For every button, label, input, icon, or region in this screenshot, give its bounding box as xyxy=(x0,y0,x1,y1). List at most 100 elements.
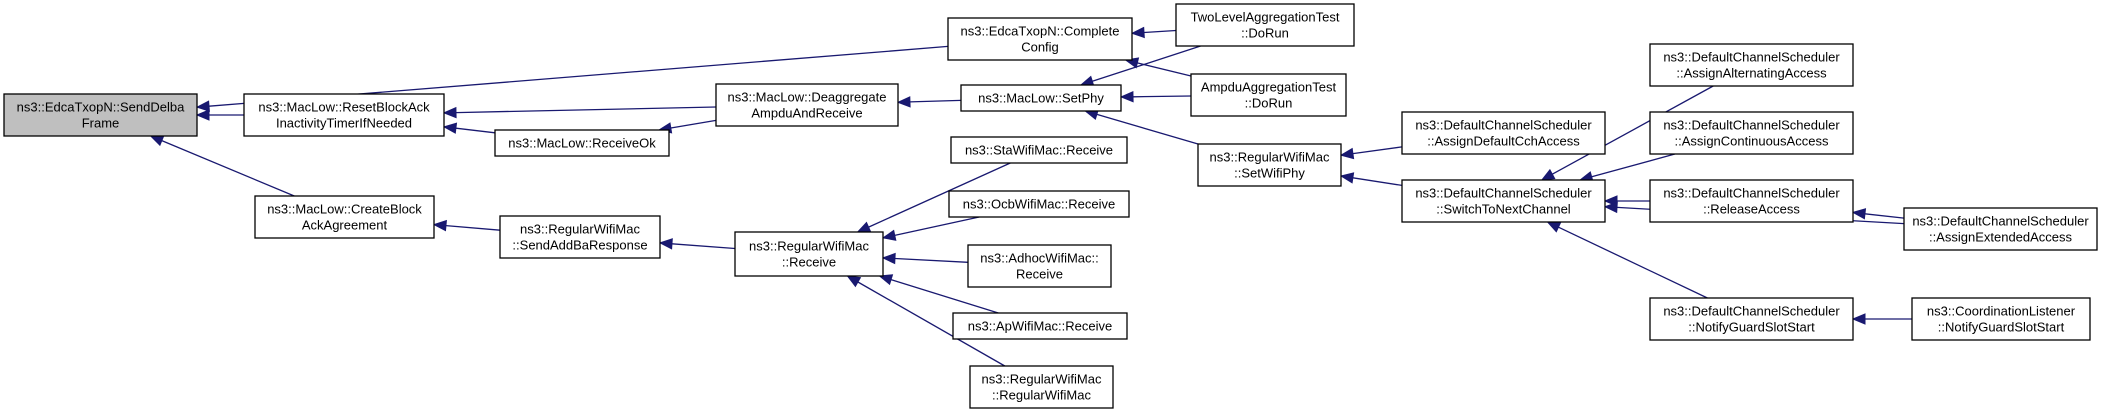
node-label-line: ns3::RegularWifiMac xyxy=(982,372,1102,387)
node-label-line: AmpduAggregationTest xyxy=(1201,80,1337,95)
node-notifyGuard[interactable]: ns3::DefaultChannelScheduler::NotifyGuar… xyxy=(1649,297,1854,341)
arrowhead-icon xyxy=(195,100,210,112)
node-box xyxy=(243,93,445,137)
node-label-line: ::AssignContinuousAccess xyxy=(1675,134,1829,149)
node-assignAlt[interactable]: ns3::DefaultChannelScheduler::AssignAlte… xyxy=(1649,43,1854,87)
node-label-line: Frame xyxy=(82,116,120,131)
edge-line xyxy=(1352,146,1403,155)
arrowhead-icon xyxy=(1540,168,1556,181)
edge-line xyxy=(1864,213,1905,219)
edge-line xyxy=(1132,95,1192,98)
node-label-line: ::NotifyGuardSlotStart xyxy=(1688,320,1815,335)
arrowhead-icon xyxy=(195,109,210,121)
node-box xyxy=(969,365,1114,409)
edge-line xyxy=(1591,153,1676,178)
edge-assignExt-to-releaseAccess xyxy=(1851,208,1905,220)
arrowhead-icon xyxy=(896,96,911,108)
node-box xyxy=(1401,111,1606,155)
node-label-line: ns3::DefaultChannelScheduler xyxy=(1663,50,1840,65)
node-label-line: ns3::DefaultChannelScheduler xyxy=(1663,186,1840,201)
node-label-line: ns3::EdcaTxopN::SendDelba xyxy=(17,100,185,115)
node-box xyxy=(1649,43,1854,87)
node-apRecv[interactable]: ns3::ApWifiMac::Receive xyxy=(952,312,1128,340)
node-label-line: ::SwitchToNextChannel xyxy=(1436,202,1571,217)
edge-line xyxy=(671,243,736,250)
node-label-line: ns3::CoordinationListener xyxy=(1927,304,2076,319)
node-adhocRecv[interactable]: ns3::AdhocWifiMac::Receive xyxy=(967,244,1112,288)
arrowhead-icon xyxy=(442,106,457,119)
node-label-line: ::AssignExtendedAccess xyxy=(1929,230,2073,245)
node-setWifiPhy[interactable]: ns3::RegularWifiMac::SetWifiPhy xyxy=(1197,143,1342,187)
edge-line xyxy=(455,106,717,114)
arrowhead-icon xyxy=(442,122,458,134)
node-label-line: TwoLevelAggregationTest xyxy=(1191,10,1340,25)
node-box xyxy=(947,17,1133,61)
edge-line xyxy=(445,224,501,231)
node-label-line: ::DoRun xyxy=(1241,26,1289,41)
node-box xyxy=(1401,179,1606,223)
edge-rwmCtor-to-rwmReceive xyxy=(846,275,1006,367)
node-label-line: InactivityTimerIfNeeded xyxy=(276,116,412,131)
edge-resetBlockAck-to-sendDelba xyxy=(195,109,244,121)
node-label-line: Receive xyxy=(1016,267,1063,282)
node-label-line: ns3::DefaultChannelScheduler xyxy=(1912,214,2089,229)
arrowhead-icon xyxy=(658,238,673,250)
node-assignCont[interactable]: ns3::DefaultChannelScheduler::AssignCont… xyxy=(1649,111,1854,155)
node-label-line: ns3::DefaultChannelScheduler xyxy=(1415,118,1592,133)
node-setPhy[interactable]: ns3::MacLow::SetPhy xyxy=(960,84,1122,112)
node-box xyxy=(1903,207,2098,251)
edge-line xyxy=(857,281,1006,367)
node-twoLevel[interactable]: TwoLevelAggregationTest::DoRun xyxy=(1175,3,1355,47)
nodes-layer: ns3::EdcaTxopN::SendDelbaFramens3::MacLo… xyxy=(3,3,2098,409)
node-label-line: ::AssignDefaultCchAccess xyxy=(1427,134,1580,149)
node-label-line: ns3::MacLow::ReceiveOk xyxy=(508,136,656,151)
arrowhead-icon xyxy=(881,252,896,265)
node-label-line: ns3::DefaultChannelScheduler xyxy=(1663,118,1840,133)
node-coordListener[interactable]: ns3::CoordinationListener::NotifyGuardSl… xyxy=(1911,297,2091,341)
node-assignDefaultCch[interactable]: ns3::DefaultChannelScheduler::AssignDefa… xyxy=(1401,111,1606,155)
node-box xyxy=(1649,297,1854,341)
node-box xyxy=(254,195,435,239)
node-releaseAccess[interactable]: ns3::DefaultChannelScheduler::ReleaseAcc… xyxy=(1649,179,1854,223)
node-label-line: ns3::EdcaTxopN::Complete xyxy=(961,24,1120,39)
edge-switchNext-to-setWifiPhy xyxy=(1339,172,1403,187)
node-box xyxy=(1649,111,1854,155)
node-label-line: ::RegularWifiMac xyxy=(992,388,1091,403)
node-label-line: ns3::MacLow::ResetBlockAck xyxy=(258,100,430,115)
node-ocbRecv[interactable]: ns3::OcbWifiMac::Receive xyxy=(948,190,1130,218)
edge-ampdu-to-setPhy xyxy=(1119,91,1192,103)
node-staRecv[interactable]: ns3::StaWifiMac::Receive xyxy=(950,136,1128,164)
node-box xyxy=(1911,297,2091,341)
node-receiveOk[interactable]: ns3::MacLow::ReceiveOk xyxy=(494,129,670,157)
node-label-line: ns3::MacLow::Deaggregate xyxy=(728,90,887,105)
arrowhead-icon xyxy=(1130,26,1145,39)
node-assignExt[interactable]: ns3::DefaultChannelScheduler::AssignExte… xyxy=(1903,207,2098,251)
node-sendAddBa[interactable]: ns3::RegularWifiMac::SendAddBaResponse xyxy=(499,215,661,259)
edge-apRecv-to-rwmReceive xyxy=(878,274,999,314)
node-rwmReceive[interactable]: ns3::RegularWifiMac::Receive xyxy=(734,231,884,277)
edges-layer xyxy=(149,26,1912,367)
node-ampdu[interactable]: AmpduAggregationTest::DoRun xyxy=(1190,73,1347,117)
node-label-line: ::NotifyGuardSlotStart xyxy=(1938,320,2065,335)
node-switchNext[interactable]: ns3::DefaultChannelScheduler::SwitchToNe… xyxy=(1401,179,1606,223)
edge-sendAddBa-to-createBlockAck xyxy=(432,219,501,232)
edge-adhocRecv-to-rwmReceive xyxy=(881,252,969,265)
edge-line xyxy=(894,257,969,263)
arrowhead-icon xyxy=(432,219,447,232)
node-label-line: ::AssignAlternatingAccess xyxy=(1676,66,1827,81)
edge-assignAlt-to-switchNext xyxy=(1540,85,1714,181)
node-resetBlockAck[interactable]: ns3::MacLow::ResetBlockAckInactivityTime… xyxy=(243,93,445,137)
edge-setPhy-to-deaggregate xyxy=(896,96,962,108)
node-box xyxy=(1197,143,1342,187)
arrowhead-icon xyxy=(1119,91,1134,103)
node-rwmCtor[interactable]: ns3::RegularWifiMac::RegularWifiMac xyxy=(969,365,1114,409)
node-label-line: ns3::OcbWifiMac::Receive xyxy=(963,197,1115,212)
node-box xyxy=(1190,73,1347,117)
node-label-line: ::SendAddBaResponse xyxy=(512,238,647,253)
edge-assignCont-to-switchNext xyxy=(1578,153,1676,183)
arrowhead-icon xyxy=(1339,147,1355,160)
